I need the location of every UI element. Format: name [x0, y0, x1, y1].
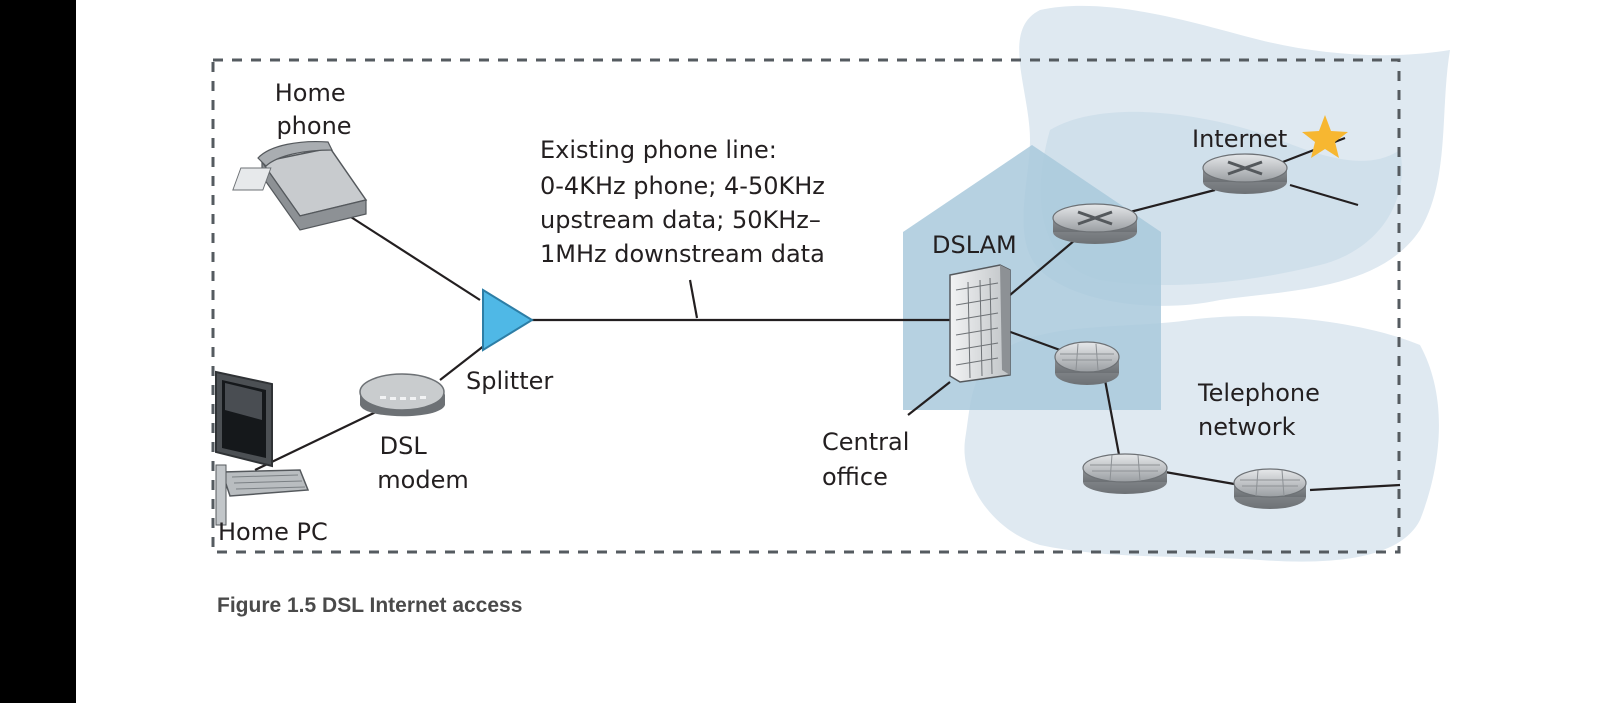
home-pc-label: Home PC — [218, 518, 328, 546]
dsl-modem-icon — [359, 373, 445, 417]
customer-premises-boundary — [211, 58, 1401, 554]
internet-router-icon — [1052, 203, 1138, 244]
star-icon — [1302, 115, 1348, 158]
splitter-icon — [482, 288, 534, 352]
internet-label: Internet — [1192, 125, 1287, 153]
telephone-switch-icon — [1233, 468, 1307, 509]
telephone-icon — [232, 140, 368, 231]
figure-caption: Figure 1.5 DSL Internet access — [217, 594, 523, 617]
links — [254, 136, 1401, 492]
telephone-network-label: Telephone network — [1197, 379, 1328, 441]
central-office-label: Central office — [822, 428, 917, 491]
internet-router-icon — [1202, 153, 1288, 194]
dslam-label: DSLAM — [932, 231, 1017, 259]
splitter-label: Splitter — [466, 367, 553, 395]
telephone-switch-icon — [1054, 341, 1120, 385]
home-pc-icon — [215, 370, 310, 526]
left-border-bar — [0, 0, 76, 703]
dsl-modem-label: DSL modem — [377, 432, 468, 494]
dslam-rack-icon — [949, 264, 1011, 383]
dsl-diagram: Home phone Existing phone line: 0-4KHz p… — [76, 0, 1602, 703]
telephone-switch-icon — [1082, 453, 1168, 494]
phone-line-label: Existing phone line: 0-4KHz phone; 4-50K… — [540, 136, 833, 268]
home-phone-label: Home phone — [275, 79, 354, 140]
